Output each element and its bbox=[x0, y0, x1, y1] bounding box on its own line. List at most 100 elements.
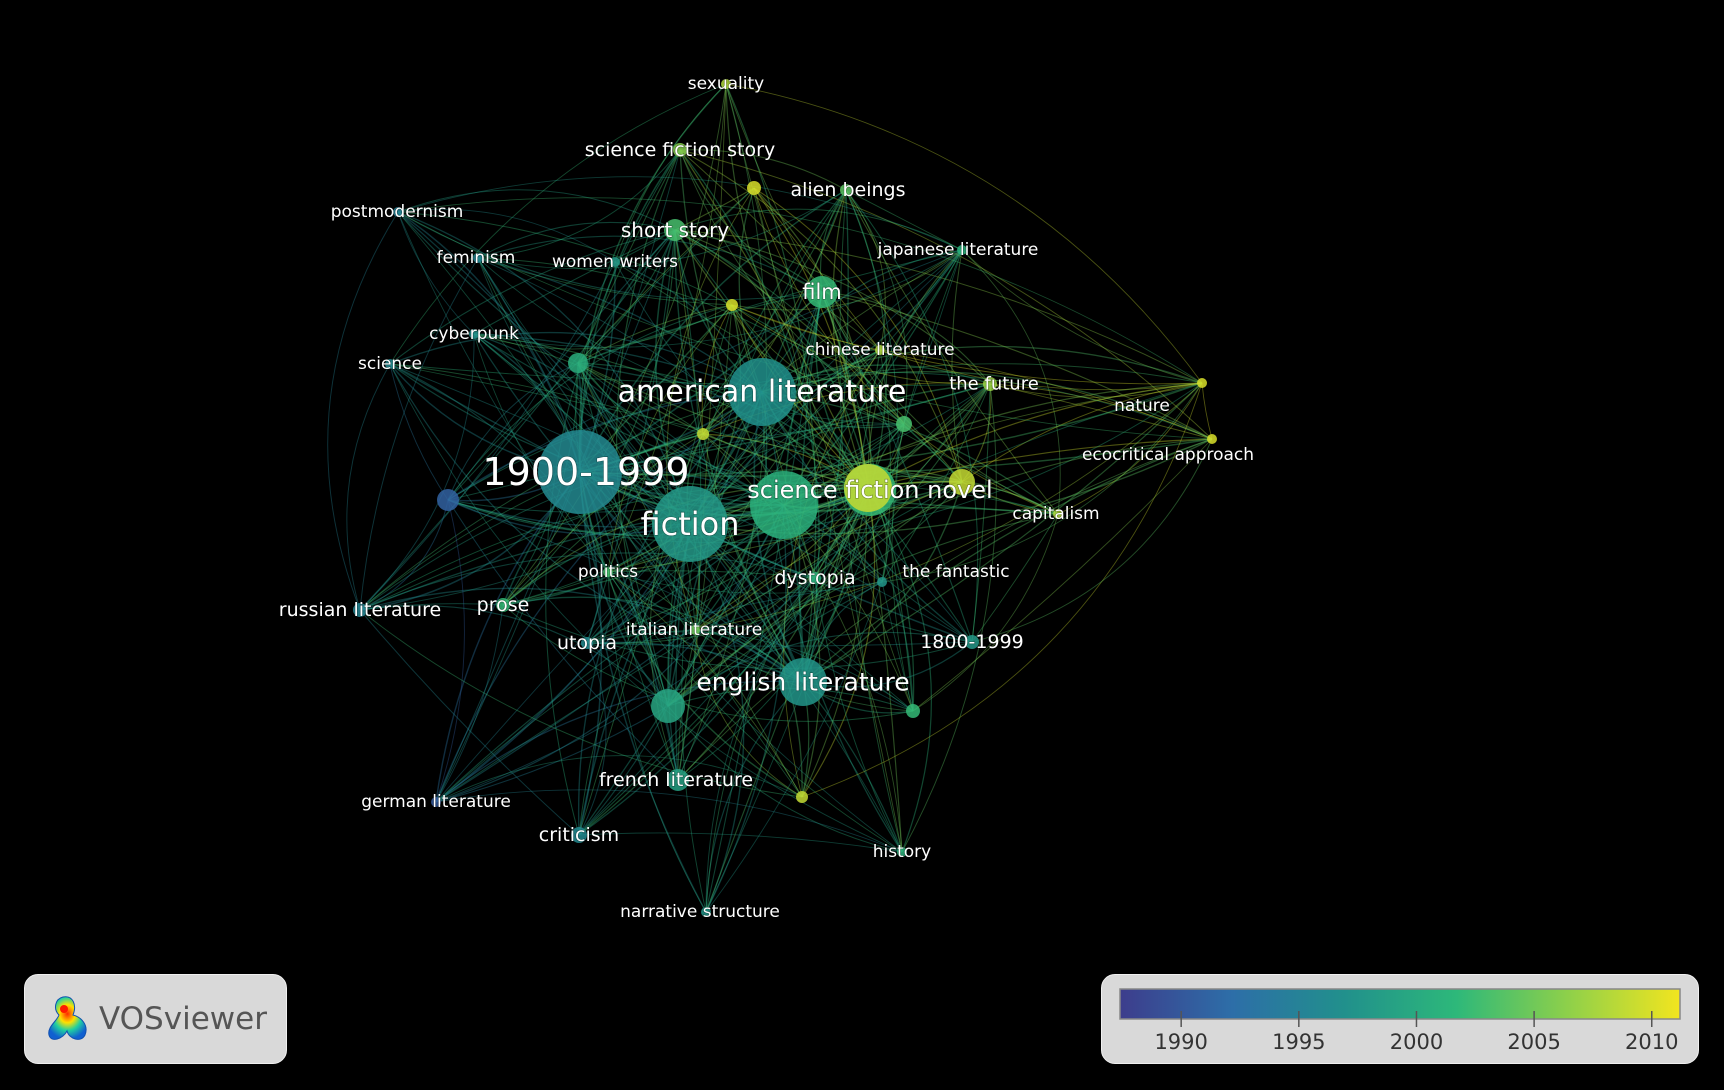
node-fantastic[interactable] bbox=[877, 577, 887, 587]
link-fantastic-narrative bbox=[705, 581, 883, 913]
label-russian[interactable]: russian literature bbox=[278, 598, 442, 621]
node-feminism[interactable] bbox=[473, 253, 483, 263]
label-cyberpunk[interactable]: cyberpunk bbox=[428, 323, 519, 344]
node-narrative[interactable] bbox=[701, 907, 711, 917]
label-capitalism[interactable]: capitalism bbox=[1012, 503, 1100, 524]
label-shortstory[interactable]: short story bbox=[620, 217, 730, 242]
node-chinlit[interactable] bbox=[875, 345, 885, 355]
label-prose[interactable]: prose bbox=[476, 593, 530, 616]
node-russian[interactable] bbox=[353, 603, 367, 617]
node-n_yellow1[interactable] bbox=[844, 464, 892, 512]
node-nature[interactable] bbox=[1197, 378, 1207, 388]
node-n_y4[interactable] bbox=[726, 299, 738, 311]
node-n_y3[interactable] bbox=[949, 469, 975, 495]
label-french[interactable]: french literature bbox=[598, 768, 753, 791]
link-postmod-history bbox=[397, 211, 903, 853]
label-narrative[interactable]: narrative structure bbox=[620, 901, 781, 922]
node-n_y5[interactable] bbox=[697, 428, 709, 440]
label-history[interactable]: history bbox=[872, 841, 932, 862]
label-sfnovel[interactable]: science fiction novel bbox=[747, 475, 994, 504]
label-sexuality[interactable]: sexuality bbox=[687, 73, 765, 94]
link-n_y6-german bbox=[435, 755, 803, 803]
link-italian-n_y6 bbox=[694, 629, 803, 798]
label-n1800[interactable]: 1800-1999 bbox=[920, 630, 1025, 653]
label-science[interactable]: science bbox=[357, 353, 422, 374]
node-n_y2[interactable] bbox=[747, 181, 761, 195]
node-history[interactable] bbox=[897, 847, 907, 857]
label-amlit[interactable]: american literature bbox=[617, 374, 907, 410]
link-n_y5-history bbox=[702, 433, 903, 853]
label-feminism[interactable]: feminism bbox=[436, 247, 516, 268]
node-italian[interactable] bbox=[690, 625, 700, 635]
link-japlit-n_y3 bbox=[951, 249, 963, 483]
link-n_y4-cyberpunk bbox=[473, 304, 733, 350]
link-feminism-n_y6 bbox=[477, 257, 803, 798]
label-alien[interactable]: alien beings bbox=[790, 178, 906, 201]
label-women[interactable]: women writers bbox=[551, 251, 678, 272]
link-future-italian bbox=[694, 383, 991, 631]
label-politics[interactable]: politics bbox=[577, 561, 639, 582]
node-sfstory[interactable] bbox=[673, 143, 687, 157]
label-postmod[interactable]: postmodernism bbox=[330, 201, 464, 222]
label-german[interactable]: german literature bbox=[361, 791, 512, 812]
link-n1900-sfstory bbox=[579, 149, 681, 473]
node-n_teal[interactable] bbox=[651, 689, 685, 723]
node-n_g4[interactable] bbox=[906, 704, 920, 718]
node-n_green1[interactable] bbox=[750, 471, 818, 539]
node-future[interactable] bbox=[983, 377, 997, 391]
node-n1800[interactable] bbox=[965, 635, 979, 649]
node-capitalism[interactable] bbox=[1053, 509, 1063, 519]
node-cyberpunk[interactable] bbox=[469, 329, 479, 339]
node-n_y6[interactable] bbox=[796, 791, 808, 803]
label-nature[interactable]: nature bbox=[1114, 395, 1171, 416]
link-n_green1-german bbox=[435, 504, 785, 803]
link-sexuality-n_g4 bbox=[725, 83, 914, 712]
label-fiction[interactable]: fiction bbox=[640, 504, 740, 543]
link-russian-criticism bbox=[359, 609, 580, 836]
node-alien[interactable] bbox=[840, 184, 852, 196]
node-science[interactable] bbox=[385, 359, 395, 369]
label-criticism[interactable]: criticism bbox=[538, 823, 620, 846]
node-german[interactable] bbox=[431, 797, 441, 807]
node-french[interactable] bbox=[667, 769, 689, 791]
node-amlit[interactable] bbox=[728, 358, 796, 426]
node-n_blue[interactable] bbox=[437, 489, 459, 511]
node-fiction[interactable] bbox=[652, 486, 728, 562]
node-eco[interactable] bbox=[1207, 434, 1217, 444]
label-englit[interactable]: english literature bbox=[696, 667, 910, 697]
label-utopia[interactable]: utopia bbox=[556, 631, 617, 654]
label-n1900[interactable]: 1900-1999 bbox=[482, 449, 690, 494]
label-italian[interactable]: italian literature bbox=[625, 619, 763, 640]
node-criticism[interactable] bbox=[571, 827, 587, 843]
label-sfstory[interactable]: science fiction story bbox=[584, 138, 776, 161]
link-n1800-n_teal bbox=[667, 631, 973, 707]
node-women[interactable] bbox=[610, 257, 620, 267]
link-future-nature bbox=[989, 382, 1203, 398]
link-sfnovel-n_y2 bbox=[753, 187, 872, 491]
link-shortstory-chinlit bbox=[674, 229, 881, 351]
label-film[interactable]: film bbox=[802, 279, 843, 304]
label-chinlit[interactable]: chinese literature bbox=[805, 339, 955, 360]
label-japlit[interactable]: japanese literature bbox=[876, 239, 1039, 260]
node-n1900[interactable] bbox=[538, 430, 622, 514]
node-sexuality[interactable] bbox=[721, 79, 731, 89]
label-fantastic[interactable]: the fantastic bbox=[902, 561, 1010, 582]
link-n_yellow1-nature bbox=[867, 382, 1203, 489]
link-fiction-future bbox=[689, 383, 991, 525]
node-film[interactable] bbox=[806, 276, 838, 308]
link-science-russian bbox=[346, 363, 391, 611]
node-dystopia[interactable] bbox=[809, 572, 821, 584]
node-shortstory[interactable] bbox=[664, 219, 686, 241]
node-n_g2[interactable] bbox=[896, 416, 912, 432]
label-eco[interactable]: ecocritical approach bbox=[1081, 444, 1254, 465]
node-postmod[interactable] bbox=[393, 207, 403, 217]
node-japlit[interactable] bbox=[957, 245, 967, 255]
label-dystopia[interactable]: dystopia bbox=[774, 566, 856, 589]
node-utopia[interactable] bbox=[581, 637, 593, 649]
node-n_g3[interactable] bbox=[568, 353, 588, 373]
node-politics[interactable] bbox=[603, 567, 613, 577]
node-prose[interactable] bbox=[496, 598, 510, 612]
label-future[interactable]: the future bbox=[949, 373, 1040, 395]
node-englit[interactable] bbox=[779, 658, 827, 706]
